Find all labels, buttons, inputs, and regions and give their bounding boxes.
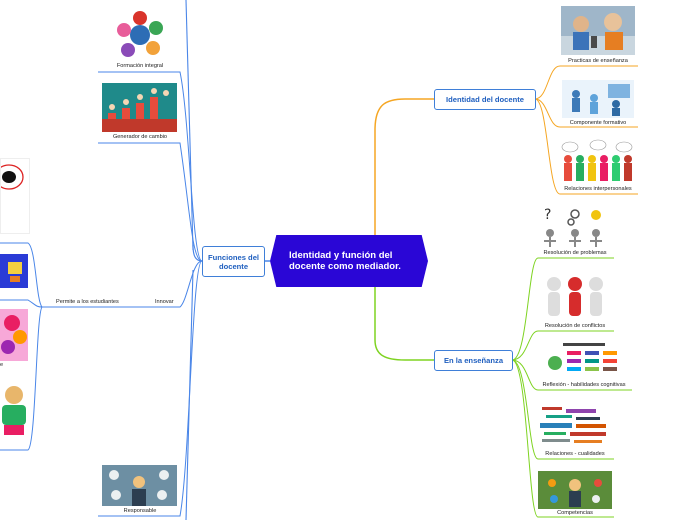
students-image-2 bbox=[0, 309, 28, 361]
label-permite-a-los-estudiantes: Permite a los estudiantes bbox=[56, 299, 119, 305]
label-reflexion-habilidades-cognitivas: Reflexión - habilidades cognitivas bbox=[542, 382, 626, 388]
label-relaciones-interpersonales: Relaciones interpersonales bbox=[564, 186, 632, 192]
label-componente-formativo: Componente formativo bbox=[569, 120, 627, 126]
generador-de-cambio-image bbox=[102, 83, 177, 132]
svg-text:?: ? bbox=[544, 207, 551, 223]
resolucion-de-problemas-image: ? bbox=[538, 205, 612, 248]
label-competencias: Competencias bbox=[557, 510, 593, 516]
node-funciones-del-docente-label: Funciones del docente bbox=[207, 252, 260, 271]
label-formacion-integral: Formación integral bbox=[116, 63, 164, 69]
node-identidad-del-docente[interactable]: Identidad del docente bbox=[434, 89, 536, 110]
label-truncated-e: e bbox=[0, 362, 4, 368]
resolucion-de-conflictos-image bbox=[538, 270, 612, 320]
competencias-image bbox=[538, 471, 612, 509]
label-innovar: Innovar bbox=[155, 299, 174, 305]
label-generador-de-cambio: Generador de cambio bbox=[112, 134, 168, 140]
relaciones-interpersonales-image bbox=[560, 139, 636, 185]
node-en-la-ensenanza[interactable]: En la enseñanza bbox=[434, 350, 513, 371]
componente-formativo-image bbox=[562, 80, 634, 118]
node-funciones-del-docente[interactable]: Funciones del docente bbox=[202, 246, 265, 277]
thought-bubble-image bbox=[0, 158, 30, 234]
label-resolucion-de-problemas: Resolución de problemas bbox=[543, 250, 607, 256]
practicas-de-ensenanza-image bbox=[561, 6, 635, 55]
responsable-image bbox=[102, 465, 177, 506]
label-practicas-de-ensenanza: Practicas de enseñanza bbox=[568, 58, 628, 64]
label-relaciones-cualidades: Relaciones - cualidades bbox=[545, 451, 605, 457]
node-en-la-ensenanza-label: En la enseñanza bbox=[443, 356, 504, 365]
label-resolucion-de-conflictos: Resolución de conflictos bbox=[544, 323, 606, 329]
students-image-3 bbox=[0, 381, 28, 439]
label-responsable: Responsable bbox=[123, 508, 157, 514]
central-topic-label: Identidad y función del docente como med… bbox=[289, 250, 401, 272]
reflexion-habilidades-image bbox=[545, 341, 623, 381]
central-topic[interactable]: Identidad y función del docente como med… bbox=[270, 235, 428, 287]
formacion-integral-image bbox=[115, 10, 165, 60]
students-image-1 bbox=[0, 254, 28, 288]
relaciones-cualidades-image bbox=[538, 403, 612, 450]
node-identidad-del-docente-label: Identidad del docente bbox=[445, 95, 525, 104]
